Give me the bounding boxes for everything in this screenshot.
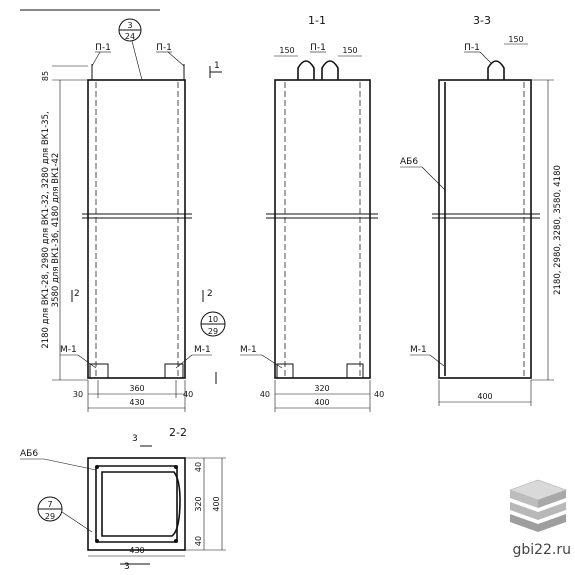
section-2-2: 2-2 3 АБ6 7 29 430 3 40 320 40 400 — [20, 426, 226, 572]
section-1-1-loop-right — [321, 60, 339, 80]
section-1-1-dim-150b: 150 — [342, 46, 357, 55]
section-2-2-outer — [87, 457, 186, 551]
section-1-1-m1-leader — [261, 354, 283, 369]
section-2-2-dim-430: 430 — [129, 546, 144, 555]
section-2-2-bar-br — [174, 539, 178, 543]
section-2-2-title: 2-2 — [169, 426, 187, 439]
front-m1-plate-left — [89, 363, 109, 379]
section-3-3-p1-label: П-1 — [464, 43, 480, 53]
section-1-1-title: 1-1 — [308, 14, 326, 27]
section-2-2-ab6-label: АБ6 — [20, 449, 38, 459]
callout-10-29-top: 10 — [208, 315, 218, 324]
section-3-3-outline — [438, 79, 532, 379]
section-2-2-bar-tr — [174, 465, 178, 469]
cut-3-bottom-label: 3 — [124, 562, 130, 572]
front-m1-right-label: М-1 — [194, 345, 211, 355]
cut-2-right-label: 2 — [207, 289, 213, 299]
section-1-1-outline — [274, 79, 371, 379]
gbi22-logo: gbi22.ru — [509, 479, 571, 558]
section-3-3-m1-leader — [429, 354, 445, 367]
section-3-3-m1-label: М-1 — [410, 345, 427, 355]
section-2-2-bar-bl — [95, 539, 99, 543]
callout-3-24-top: 3 — [127, 21, 132, 30]
front-dim-30: 30 — [73, 390, 83, 399]
section-2-2-dim-320: 320 — [194, 496, 203, 511]
section-3-3-heights: 2180, 2980, 3280, 3580, 4180 — [553, 165, 563, 295]
section-1-1-dim-40a: 40 — [260, 390, 270, 399]
section-2-2-dim-40a: 40 — [194, 462, 203, 472]
watermark-text: gbi22.ru — [512, 542, 571, 558]
section-2-2-ab6-leader — [43, 458, 97, 471]
front-p1-left-leader — [91, 51, 101, 67]
section-3-3-loop — [487, 60, 505, 80]
section-1-1-m1-right — [346, 363, 364, 379]
front-p1-right: П-1 — [156, 43, 172, 53]
front-view-outline — [87, 79, 186, 379]
logo-slab-top-right — [538, 490, 566, 508]
front-m1-left-leader — [77, 354, 97, 369]
section-1-1-dim-40b: 40 — [374, 390, 384, 399]
section-1-1-dim-320: 320 — [314, 384, 329, 393]
logo-slab-middle — [510, 502, 566, 520]
section-1-1-dim-150a: 150 — [279, 46, 294, 55]
section-3-3: 3-3 П-1 150 АБ6 М-1 400 2180, 2980, 3280… — [400, 14, 563, 406]
callout-7-29-leader — [61, 511, 93, 533]
section-2-2-dim-400: 400 — [212, 496, 221, 511]
cut-3-top-label: 3 — [132, 434, 138, 444]
section-1-1-m1-left — [276, 363, 294, 379]
front-view: 3 24 П-1 П-1 1 2 2 10 29 М-1 М-1 — [41, 18, 226, 412]
callout-7-29-bottom: 29 — [45, 512, 55, 521]
section-1-1-loop-left — [297, 60, 315, 80]
front-m1-plate-right — [164, 363, 184, 379]
callout-3-24-leader — [131, 40, 143, 81]
callout-10-29-bottom: 29 — [208, 327, 218, 336]
cut-2-left-label: 2 — [74, 289, 80, 299]
front-height-text-2: 3580 для ВК1-36, 4180 для ВК1-42 — [51, 153, 61, 308]
section-1-1: 1-1 П-1 150 150 М-1 40 320 40 400 — [240, 14, 384, 412]
section-2-2-bar-tl — [95, 465, 99, 469]
front-dim-430: 430 — [129, 398, 144, 407]
section-3-3-title: 3-3 — [473, 14, 491, 27]
section-1-1-m1-label: М-1 — [240, 345, 257, 355]
logo-slab-bottom — [510, 514, 566, 532]
cut-1-label: 1 — [214, 61, 220, 71]
front-dim-360: 360 — [129, 384, 144, 393]
front-m1-left-label: М-1 — [60, 345, 77, 355]
section-1-1-p1-label: П-1 — [310, 43, 326, 53]
section-3-3-dim-400: 400 — [477, 392, 492, 401]
callout-7-29-top: 7 — [47, 500, 52, 509]
front-m1-right-leader — [175, 354, 193, 369]
section-3-3-ab6-label: АБ6 — [400, 157, 418, 167]
front-p1-left: П-1 — [95, 43, 111, 53]
callout-3-24-bottom: 24 — [125, 32, 135, 41]
front-height-text-1: 2180 для ВК1-28, 2980 для ВК1-32, 3280 д… — [41, 111, 51, 348]
logo-slab-top-left — [510, 490, 538, 508]
front-p1-right-leader — [167, 51, 185, 67]
section-3-3-dim-150: 150 — [508, 35, 523, 44]
front-dim-40: 40 — [183, 390, 193, 399]
section-3-3-p1-leader — [479, 51, 493, 65]
section-3-3-ab6-leader — [421, 166, 446, 191]
front-loop-marks — [91, 64, 185, 80]
section-1-1-dim-400: 400 — [314, 398, 329, 407]
section-2-2-dim-40b: 40 — [194, 536, 203, 546]
front-dim-85: 85 — [41, 71, 50, 81]
section-2-2-hollow — [101, 471, 181, 537]
section-2-2-rebar-frame — [95, 465, 178, 543]
